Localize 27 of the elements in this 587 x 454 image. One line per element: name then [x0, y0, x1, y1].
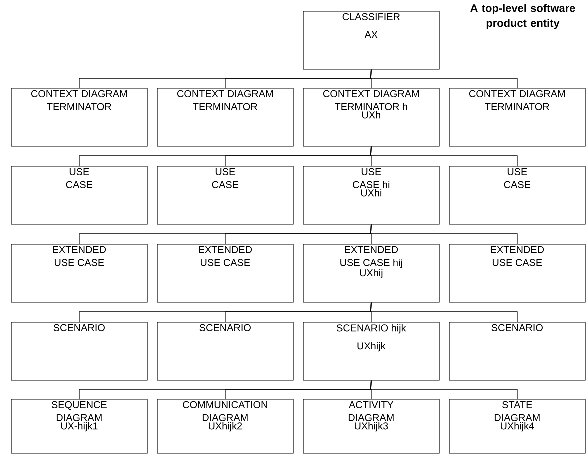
- heading: A top-level software product entity: [470, 4, 576, 30]
- process-box: EXTENDED USE CASE: [449, 244, 586, 303]
- process-box: COMMUNICATION DIAGRAM UXhijk2: [157, 398, 294, 454]
- connector-line: [370, 146, 518, 166]
- process-box: CLASSIFIER AX: [303, 11, 440, 70]
- process-box: USE CASE: [449, 166, 586, 225]
- connector-line: [370, 302, 518, 322]
- process-box: CONTEXT DIAGRAM TERMINATOR: [449, 88, 586, 147]
- process-box: USE CASE hi UXhi: [303, 166, 440, 225]
- process-box: SEQUENCE DIAGRAM UX-hijk1: [11, 398, 148, 454]
- process-box: SCENARIO hijk UXhijk: [303, 322, 440, 381]
- process-box: USE CASE: [157, 166, 294, 225]
- process-box: CONTEXT DIAGRAM TERMINATOR h UXh: [303, 88, 440, 147]
- process-box: ACTIVITY DIAGRAM UXhijk3: [303, 398, 440, 454]
- process-box: EXTENDED USE CASE: [11, 244, 148, 303]
- connector-line: [370, 224, 518, 244]
- process-box: SCENARIO: [449, 322, 586, 381]
- process-box: CONTEXT DIAGRAM TERMINATOR: [11, 88, 148, 147]
- process-box: SCENARIO: [157, 322, 294, 381]
- connector-line: [370, 380, 518, 400]
- process-box: USE CASE: [11, 166, 148, 225]
- connector-line: [370, 69, 518, 88]
- process-box: SCENARIO: [11, 322, 148, 381]
- process-box: STATE DIAGRAM UXhijk4: [449, 398, 586, 454]
- process-box: EXTENDED USE CASE: [157, 244, 294, 303]
- process-box: CONTEXT DIAGRAM TERMINATOR: [157, 88, 294, 147]
- process-box: EXTENDED USE CASE hij UXhij: [303, 244, 440, 303]
